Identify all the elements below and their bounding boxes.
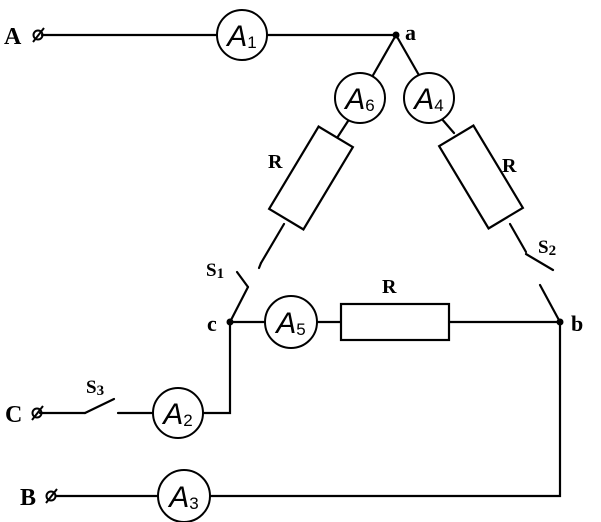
switch-s2-label: S2 xyxy=(538,237,556,259)
switch-s2-letter: S xyxy=(538,237,549,258)
switch-s2-lever xyxy=(524,252,555,272)
wire-node-a-to-a4 xyxy=(394,33,422,79)
switch-s3 xyxy=(83,397,116,415)
ammeter-a5: A5 xyxy=(264,295,318,349)
node-a-label: a xyxy=(405,20,416,45)
ammeter-a2-label: A2 xyxy=(161,398,192,431)
ammeter-a1-sub: 1 xyxy=(247,33,256,52)
terminal-c-symbol xyxy=(31,405,44,421)
ammeter-a3: A3 xyxy=(157,469,211,522)
resistor-a-b-label: R xyxy=(502,155,517,177)
wire-a6-to-r-ca xyxy=(335,116,352,140)
node-b-dot xyxy=(556,318,564,326)
terminal-b-label: B xyxy=(20,485,36,511)
ammeter-a2: A2 xyxy=(152,387,204,439)
ammeter-a4-circle xyxy=(403,72,455,124)
ammeter-a4-letter: A xyxy=(412,83,434,116)
wire-node-c-to-a2 xyxy=(202,320,232,415)
terminal-c-label: C xyxy=(5,402,22,428)
ammeter-a1-circle xyxy=(216,9,268,61)
ammeter-a6-label: A6 xyxy=(343,83,374,116)
wire-node-a-to-a6 xyxy=(370,33,398,79)
ammeter-a2-circle xyxy=(152,387,204,439)
wire-a4-to-r-ab xyxy=(439,116,456,135)
node-b-label: b xyxy=(571,311,583,336)
ammeter-a3-circle xyxy=(157,469,211,522)
ammeter-a6-circle xyxy=(334,72,386,124)
ammeter-a2-letter: A xyxy=(161,398,183,431)
resistor-a-b xyxy=(437,124,525,230)
terminal-b-symbol xyxy=(45,488,58,504)
resistor-c-b xyxy=(339,302,451,342)
ammeter-a2-sub: 2 xyxy=(183,411,192,430)
terminal-a-label: A xyxy=(4,24,22,50)
node-c-label: c xyxy=(207,311,217,336)
switch-s1-lever xyxy=(235,270,250,289)
switch-s2 xyxy=(524,252,555,272)
switch-s3-letter: S xyxy=(86,377,97,398)
resistor-c-a-label: R xyxy=(268,151,283,173)
ammeter-a3-letter: A xyxy=(167,481,189,514)
ammeter-a1: A1 xyxy=(216,9,268,61)
wire-s2-to-node-b xyxy=(538,283,562,324)
switch-s3-sub: 3 xyxy=(97,383,105,399)
ammeter-a4: A4 xyxy=(403,72,455,124)
ammeter-a4-sub: 4 xyxy=(434,96,443,115)
wire-a3-to-node-b xyxy=(208,320,562,498)
wire-r-ab-to-s2 xyxy=(508,222,528,254)
ammeter-a1-letter: A xyxy=(225,20,247,53)
ammeter-a5-letter: A xyxy=(274,307,296,340)
ammeter-a3-label: A3 xyxy=(167,481,198,514)
wires xyxy=(38,33,562,498)
switch-s3-lever xyxy=(83,397,116,415)
switch-s2-sub: 2 xyxy=(549,243,557,259)
ammeter-a4-label: A4 xyxy=(412,83,443,116)
ammeter-a6: A6 xyxy=(334,72,386,124)
ammeter-a5-sub: 5 xyxy=(296,320,305,339)
resistor-c-a xyxy=(267,125,355,231)
wire-r-ca-to-s1 xyxy=(259,222,286,265)
ammeter-a5-label: A5 xyxy=(274,307,305,340)
ammeter-a5-circle xyxy=(264,295,318,349)
switch-s3-label: S3 xyxy=(86,377,104,399)
switch-s1-label: S1 xyxy=(206,260,224,282)
terminal-a-symbol xyxy=(32,27,45,43)
ammeter-a6-letter: A xyxy=(343,83,365,116)
switch-s1 xyxy=(235,261,263,289)
ammeter-a3-sub: 3 xyxy=(189,494,198,513)
wire-s1-to-node-c xyxy=(228,285,250,324)
ammeter-a1-label: A1 xyxy=(225,20,256,53)
switch-s1-sub: 1 xyxy=(217,266,225,282)
node-c-dot xyxy=(226,318,234,326)
switch-s1-blade xyxy=(257,261,263,270)
resistor-c-b-label: R xyxy=(382,276,397,298)
switch-s1-letter: S xyxy=(206,260,217,281)
ammeter-a6-sub: 6 xyxy=(365,96,374,115)
node-a-dot xyxy=(392,31,400,39)
